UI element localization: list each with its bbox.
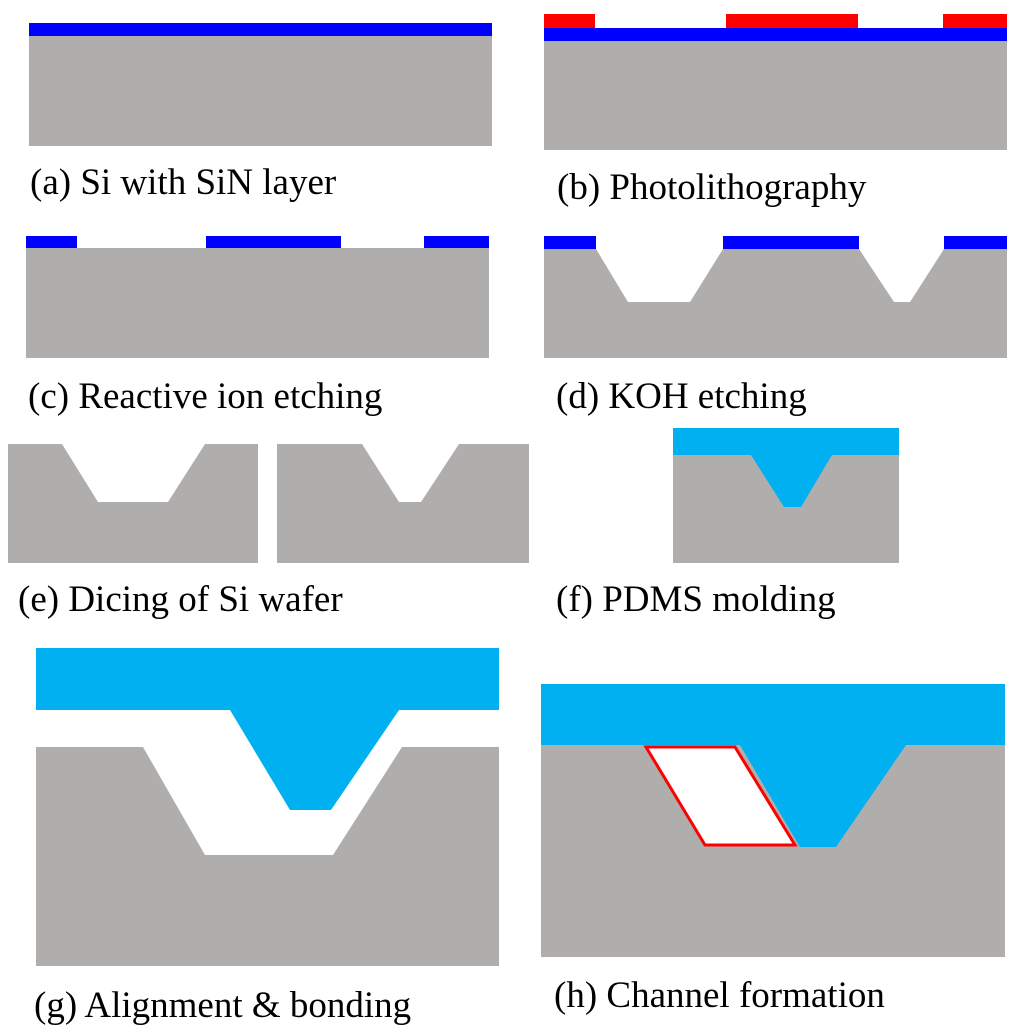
step-g-panel: (g) Alignment & bonding <box>34 648 499 1026</box>
step-g-pdms-body <box>36 648 499 810</box>
step-b-silicon-substrate <box>544 41 1007 150</box>
step-f-pdms-layer <box>673 428 899 455</box>
step-g-etched-silicon <box>36 747 499 966</box>
step-e-caption: (e) Dicing of Si wafer <box>18 579 343 620</box>
step-c-panel: (c) Reactive ion etching <box>26 236 489 417</box>
step-h-channel-outline <box>643 745 798 847</box>
step-f-panel: (f) PDMS molding <box>556 428 899 620</box>
step-c-sin-mask-center <box>206 236 341 248</box>
step-d-sin-mask-left <box>544 236 596 249</box>
step-b-panel: (b) Photolithography <box>544 14 1007 208</box>
step-c-sin-mask-right <box>424 236 489 248</box>
step-h-caption: (h) Channel formation <box>554 975 885 1016</box>
step-c-caption: (c) Reactive ion etching <box>28 376 382 417</box>
step-b-sin-layer <box>544 28 1007 41</box>
step-c-silicon-substrate <box>26 248 489 358</box>
step-d-sin-mask-right <box>944 236 1007 249</box>
step-e-diced-piece-right <box>277 444 529 563</box>
step-d-caption: (d) KOH etching <box>556 376 807 417</box>
step-b-photoresist-right <box>943 14 1007 28</box>
step-h-pdms-body <box>541 684 1005 847</box>
step-a-panel: (a) Si with SiN layer <box>29 23 492 203</box>
step-b-photoresist-center <box>726 14 858 28</box>
step-h-channel <box>646 747 795 845</box>
step-f-caption: (f) PDMS molding <box>556 579 836 620</box>
step-a-caption: (a) Si with SiN layer <box>30 162 336 203</box>
step-f-pdms-protrusion <box>751 455 832 507</box>
step-e-diced-piece-left <box>8 444 258 563</box>
step-e-panel: (e) Dicing of Si wafer <box>8 444 529 620</box>
step-b-caption: (b) Photolithography <box>557 167 867 208</box>
step-d-sin-mask-center <box>723 236 859 249</box>
step-b-photoresist-left <box>544 14 595 28</box>
step-d-etched-silicon <box>544 249 1007 358</box>
step-g-caption: (g) Alignment & bonding <box>34 985 411 1026</box>
step-a-sin-layer <box>29 23 492 36</box>
step-a-silicon-substrate <box>29 36 492 146</box>
step-d-panel: (d) KOH etching <box>544 236 1007 417</box>
step-c-sin-mask-left <box>26 236 77 248</box>
step-h-panel: (h) Channel formation <box>541 684 1005 1016</box>
